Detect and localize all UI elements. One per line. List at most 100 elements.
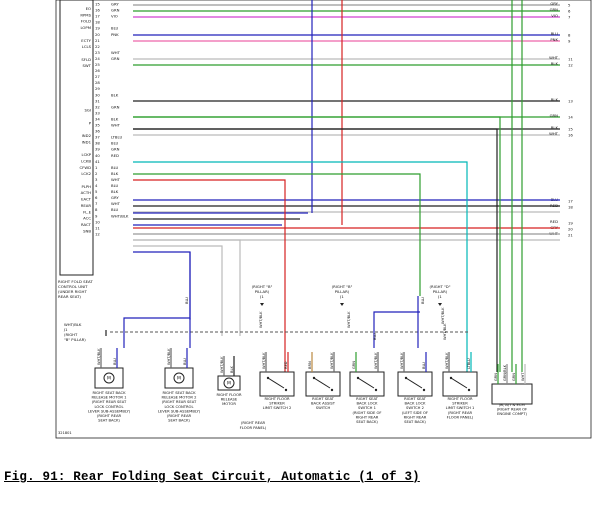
pin-number: 9 [568,39,571,44]
switch-contact [330,388,334,392]
wire-color-label: BLU [185,297,189,304]
component-label: RELEASE MOTOR 1 [92,396,127,400]
wire-color-label: RED [550,219,558,224]
wire-color-label: BLU [551,31,559,36]
component-label: SWITCH [316,406,331,410]
pin-number: 23 [95,50,100,55]
signal-label: REAR [81,203,92,208]
wire-blu [123,252,191,348]
signal-label: ACTH [81,190,92,195]
component-label: (RIGHT REAR [448,411,473,415]
pin-number: 21 [568,233,573,238]
wire-color-label: BLK [551,61,559,66]
pin-number: 39 [95,147,100,152]
wire-color-label: BLU [111,141,119,146]
wire-ltblu [133,161,468,372]
component-label: SEAT BACK) [98,419,120,423]
wire-color-label: GRY [111,195,119,200]
component-label: (RIGHT REAR SEAT [92,400,127,404]
component-label: SEAT BACK) [404,420,426,424]
motor-symbol: M [177,376,181,382]
component-label: LEVER SUB-ASSEMBLY) [158,409,201,413]
component-label: RIGHT SEAT [356,397,379,401]
pillar-label: (RIGHT "D" [430,284,451,289]
motor-symbol [223,377,235,389]
pillar-label: PILLAR) [255,289,270,294]
control-unit-label: REAR SEAT) [58,294,81,299]
wire-color-label: GRN [111,104,120,109]
pin-number: 16 [95,8,100,13]
switch-symbol [405,377,423,389]
wire-color-label: RED [284,361,288,369]
signal-label: SNB [83,228,91,233]
pin-number: 8 [568,33,571,38]
wire-color-label: GRY [111,2,119,7]
wire-color-label: BLK [111,171,119,176]
signal-label: LCK2 [81,171,91,176]
signal-label: FOLD [81,19,91,24]
signal-label: EACT [81,197,92,202]
pin-number: 3 [95,177,98,182]
wire-color-label: WHT/BLK [220,356,224,373]
pin-number: 12 [568,63,573,68]
splice-mark [438,303,442,306]
pin-number: 29 [95,86,100,91]
signal-label: ECTY [81,38,91,43]
wire-color-label: WHT [111,177,121,182]
wire-color-label: WHT/BLK [167,348,171,365]
wire-color-label: BLK [230,366,234,373]
wire-color-label: WHT [111,201,121,206]
signal-label: LOPM [80,25,91,30]
component-label: LOCK CONTROL [165,405,195,409]
pin-number: 19 [95,26,100,31]
control-unit-box [59,0,94,276]
wire-color-label: BLU [111,26,119,31]
component-label: RIGHT SEAT [312,397,335,401]
wire-color-label: BLK [111,116,119,121]
pin-number: 18 [95,20,100,25]
pin-number: 31 [95,98,100,103]
component-box [491,383,533,405]
component-label: SWITCH 1 [358,406,376,410]
wire-color-label: LTBLU [467,358,471,369]
pin-number: 20 [95,32,100,37]
switch-symbol [450,377,468,389]
wire-color-label: GRY [550,1,558,6]
pin-number: 25 [95,62,100,67]
switch-symbol [357,377,375,389]
signal-label: LCLS [82,44,92,49]
wire-color-label: GRN [111,147,120,152]
wire-color-label: RED [111,153,119,158]
control-unit-label: (UNDER RIGHT [58,289,87,294]
wire-color-label: BLK [551,125,559,130]
wire-color-label: BLU [111,207,119,212]
signal-label: RACT [81,222,92,227]
component-label: RIGHT REAR [356,415,379,419]
wire-color-label: VIO [551,13,558,18]
component-label: STRIKER [269,402,285,406]
pin-number: 40 [95,153,100,158]
pin-number: 22 [95,44,100,49]
switch-contact [312,376,316,380]
pin-number: 1 [95,165,98,170]
pin-number: 6 [95,195,98,200]
motor-symbol [103,372,115,384]
wire-grn [133,116,501,372]
wire-wht [133,239,241,336]
splice-mark [260,303,264,306]
pin-number: 9 [95,213,98,218]
component-box [94,367,124,389]
diagram-frame [55,0,592,439]
pin-number: 38 [95,141,100,146]
wire-color-label: WHT/BLK [400,352,404,369]
control-unit-label: CONTROL UNIT [58,284,88,289]
component-box [442,371,478,397]
wire-color-label: BRN [308,361,312,369]
motor-symbol: M [227,381,231,387]
component-label: (RIGHT REAR SEAT [162,400,197,404]
wire-color-label: BLU [183,358,187,365]
wire-color-label: WHT/BLK [330,352,334,369]
pillar-label: J1 [339,294,344,299]
